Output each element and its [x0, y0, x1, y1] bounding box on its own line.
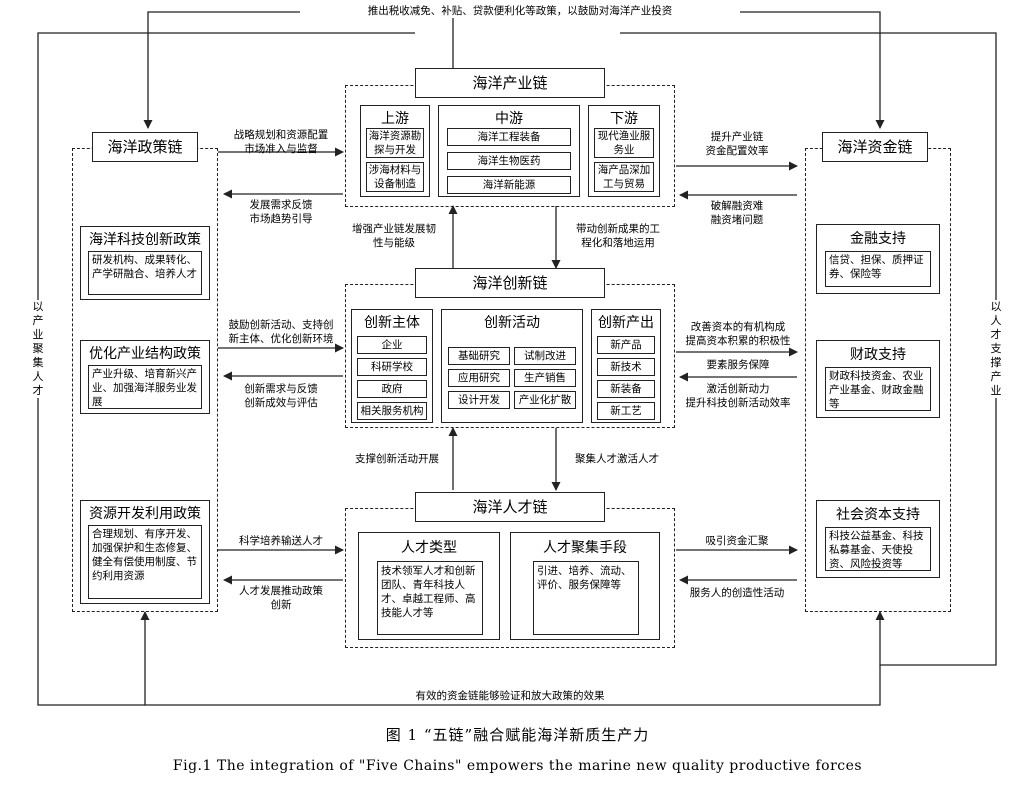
talent-to-innovation-label: 支撑创新活动开展	[355, 453, 439, 465]
talent-chain-title: 海洋人才链	[415, 492, 605, 522]
upstream-box: 上游 海洋资源勘探与开发 涉海材料与设备制造	[360, 105, 430, 197]
capital-item-box: 金融支持 信贷、担保、质押证券、保险等	[816, 224, 940, 294]
innovation-subject-title: 创新主体	[364, 315, 420, 331]
upstream-title: 上游	[381, 111, 409, 127]
capital-item-box: 社会资本支持 科技公益基金、科技私募基金、天使投资、风险投资等	[816, 500, 940, 578]
upstream-item: 海洋资源勘探与开发	[366, 128, 424, 158]
innovation-subject-item: 相关服务机构	[357, 402, 427, 420]
talent-means-text: 引进、培养、流动、评价、服务保障等	[533, 561, 639, 635]
policy-item-title: 资源开发利用政策	[89, 506, 201, 522]
policy-item-title: 海洋科技创新政策	[89, 232, 201, 248]
capital-innovation-mid-label: 要素服务保障	[706, 359, 770, 371]
capital-chain-title: 海洋资金链	[822, 132, 928, 162]
innovation-activity-title: 创新活动	[484, 315, 540, 331]
policy-item-box: 优化产业结构政策 产业升级、培育新兴产业、加强海洋服务业发展	[80, 340, 210, 414]
innovation-to-industry-label: 增强产业链发展韧 性与能级	[352, 223, 436, 249]
innovation-to-capital-label: 改善资本的有机构成 提高资本积累的积极性	[685, 321, 791, 347]
capital-item-text: 科技公益基金、科技私募基金、天使投资、风险投资等	[825, 527, 931, 571]
talent-means-title: 人才聚集手段	[543, 540, 627, 556]
capital-to-talent-label: 服务人的创造性活动	[689, 587, 785, 599]
innovation-activity-item: 基础研究	[448, 347, 510, 365]
innovation-subject-item: 企业	[357, 336, 427, 354]
figure-caption-cn: 图 1 “五链”融合赋能海洋新质生产力	[385, 726, 650, 744]
policy-chain-title: 海洋政策链	[92, 132, 198, 162]
talent-types-box: 人才类型 技术领军人才和创新团队、青年科技人才、卓越工程师、高技能人才等	[358, 532, 500, 640]
industry-to-policy-label: 发展需求反馈 市场趋势引导	[249, 199, 313, 225]
capital-item-text: 信贷、担保、质押证券、保险等	[825, 251, 931, 287]
innovation-activity-item: 生产销售	[514, 369, 576, 387]
talent-to-policy-label: 人才发展推动政策 创新	[239, 585, 323, 611]
innovation-output-box: 创新产出 新产品 新技术 新装备 新工艺	[591, 309, 661, 423]
midstream-item: 海洋工程装备	[447, 128, 571, 146]
capital-to-innovation-label: 激活创新动力 提升科技创新活动效率	[685, 383, 791, 409]
midstream-item: 海洋生物医药	[447, 152, 571, 170]
midstream-item: 海洋新能源	[447, 176, 571, 194]
policy-item-text: 研发机构、成果转化、产学研融合、培养人才	[88, 251, 202, 295]
talent-to-capital-label: 吸引资金汇聚	[705, 535, 769, 547]
figure-caption-en: Fig.1 The integration of "Five Chains" e…	[172, 758, 863, 774]
downstream-item: 海产品深加工与贸易	[594, 162, 654, 192]
innovation-activity-box: 创新活动 基础研究 试制改进 应用研究 生产销售 设计开发 产业化扩散	[441, 309, 583, 423]
innovation-chain-title: 海洋创新链	[415, 268, 605, 298]
innovation-subject-item: 政府	[357, 380, 427, 398]
bottom-loop-line	[140, 611, 881, 706]
policy-to-talent-label: 科学培养输送人才	[239, 535, 323, 547]
midstream-title: 中游	[495, 111, 523, 127]
policy-item-title: 优化产业结构政策	[89, 346, 201, 362]
industry-chain-title: 海洋产业链	[415, 68, 605, 98]
talent-types-title: 人才类型	[401, 540, 457, 556]
innovation-to-talent-label: 聚集人才激活人才	[575, 453, 659, 465]
capital-to-industry-label: 破解融资难 融资堵问题	[710, 200, 764, 226]
policy-item-text: 产业升级、培育新兴产业、加强海洋服务业发展	[88, 365, 202, 409]
innovation-output-item: 新产品	[597, 336, 655, 354]
talent-types-text: 技术领军人才和创新团队、青年科技人才、卓越工程师、高技能人才等	[377, 561, 483, 635]
policy-item-box: 海洋科技创新政策 研发机构、成果转化、产学研融合、培养人才	[80, 226, 210, 300]
top-feedback-label: 推出税收减免、补贴、贷款便利化等政策，以鼓励对海洋产业投资	[300, 4, 740, 18]
downstream-box: 下游 现代渔业服务业 海产品深加工与贸易	[588, 105, 660, 197]
industry-to-innovation-label: 带动创新成果的工 程化和落地运用	[576, 223, 660, 249]
capital-item-title: 财政支持	[850, 347, 906, 363]
innovation-output-item: 新装备	[597, 380, 655, 398]
policy-to-innovation-label: 鼓励创新活动、支持创 新主体、优化创新环境	[228, 319, 334, 345]
innovation-output-item: 新工艺	[597, 402, 655, 420]
capital-item-box: 财政支持 财政科技资金、农业产业基金、财政金融等	[816, 340, 940, 418]
innovation-activity-item: 设计开发	[448, 391, 510, 409]
talent-means-box: 人才聚集手段 引进、培养、流动、评价、服务保障等	[510, 532, 660, 640]
innovation-activity-item: 产业化扩散	[514, 391, 576, 409]
capital-item-title: 金融支持	[850, 231, 906, 247]
bottom-feedback-label: 有效的资金链能够验证和放大政策的效果	[340, 689, 680, 703]
upstream-item: 涉海材料与设备制造	[366, 162, 424, 192]
capital-item-text: 财政科技资金、农业产业基金、财政金融等	[825, 367, 931, 411]
industry-to-capital-label: 提升产业链 资金配置效率	[705, 131, 769, 157]
outer-right-line	[620, 32, 997, 666]
left-outer-label: 以产业聚集人才	[31, 300, 45, 398]
innovation-subject-item: 科研学校	[357, 358, 427, 376]
innovation-subject-box: 创新主体 企业 科研学校 政府 相关服务机构	[351, 309, 433, 423]
capital-item-title: 社会资本支持	[836, 507, 920, 523]
innovation-output-title: 创新产出	[598, 315, 654, 331]
policy-item-text: 合理规划、有序开发、加强保护和生态修复、健全有偿使用制度、节约利用资源	[88, 525, 202, 599]
downstream-title: 下游	[610, 111, 638, 127]
midstream-box: 中游 海洋工程装备 海洋生物医药 海洋新能源	[438, 105, 580, 197]
right-outer-label: 以人才支撑产业	[989, 300, 1003, 398]
innovation-activity-item: 应用研究	[448, 369, 510, 387]
policy-item-box: 资源开发利用政策 合理规划、有序开发、加强保护和生态修复、健全有偿使用制度、节约…	[80, 500, 210, 604]
innovation-to-policy-label: 创新需求与反馈 创新成效与评估	[244, 383, 318, 409]
innovation-activity-item: 试制改进	[514, 347, 576, 365]
policy-to-industry-label: 战略规划和资源配置 市场准入与监督	[233, 129, 329, 155]
innovation-output-item: 新技术	[597, 358, 655, 376]
downstream-item: 现代渔业服务业	[594, 128, 654, 158]
